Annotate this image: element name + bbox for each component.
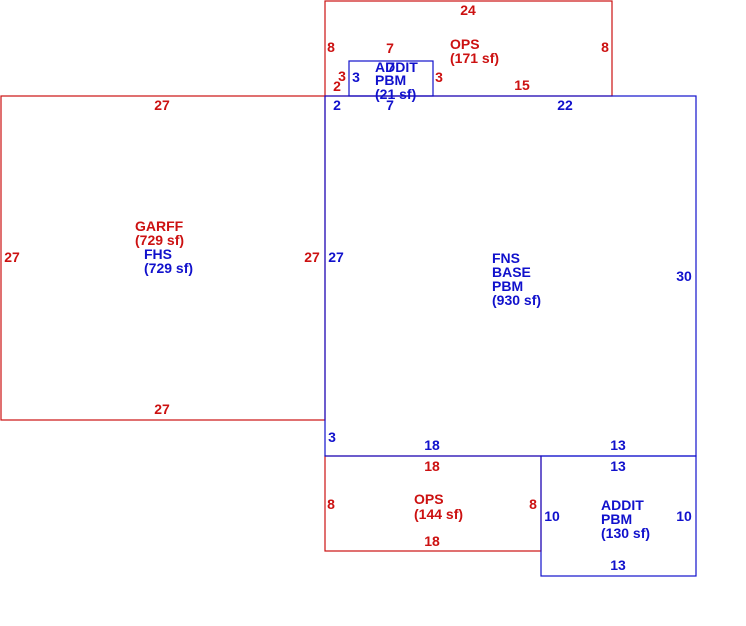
- base-dim-left: 27: [328, 249, 344, 265]
- addit-bottom-name-2: PBM: [601, 511, 632, 527]
- base-name-1: FNS: [492, 250, 520, 266]
- addit-small-name-1: ADDIT: [375, 59, 418, 75]
- ops-top-dim-left: 8: [327, 39, 335, 55]
- ops-top-dim-fifteen: 15: [514, 77, 530, 93]
- ops-bottom-dim-left: 8: [327, 496, 335, 512]
- ops-bottom-dim-bottom: 18: [424, 533, 440, 549]
- addit-small-dim-right: 3: [435, 69, 443, 85]
- base-dim-bottom-right: 13: [610, 437, 626, 453]
- addit-small-dim-left: 3: [352, 69, 360, 85]
- addit-bottom-dim-left: 10: [544, 508, 560, 524]
- ops-top-dim-right: 8: [601, 39, 609, 55]
- base-outline: [324, 95, 697, 457]
- base-dim-bottom-left: 18: [424, 437, 440, 453]
- addit-bottom-dim-bottom: 13: [610, 557, 626, 573]
- ops-bottom-dim-top: 18: [424, 458, 440, 474]
- ops-top-name: OPS: [450, 36, 480, 52]
- garage-dim-left: 27: [4, 249, 20, 265]
- addit-bottom-dim-top: 13: [610, 458, 626, 474]
- fhs-name: FHS: [144, 246, 172, 262]
- base-dim-three: 3: [328, 429, 336, 445]
- addit-bottom-outline: [540, 455, 697, 577]
- addit-small-area: (21 sf): [375, 86, 416, 102]
- ops-top-dim-two: 2: [333, 78, 341, 94]
- base-name-2: BASE: [492, 264, 531, 280]
- base-dim-right: 30: [676, 268, 692, 284]
- ops-top-dim-top: 24: [460, 2, 476, 18]
- garage-dim-right: 27: [304, 249, 320, 265]
- garage-name: GARFF: [135, 218, 184, 234]
- base-name-3: PBM: [492, 278, 523, 294]
- addit-small-dim-top: 7: [387, 59, 395, 75]
- ops-bottom-dim-right: 8: [529, 496, 537, 512]
- ops-top-dim-seven: 7: [386, 40, 394, 56]
- ops-top-area: (171 sf): [450, 50, 499, 66]
- ops-top-dim-three: 3: [338, 68, 346, 84]
- addit-bottom-dim-right: 10: [676, 508, 692, 524]
- addit-bottom-area: (130 sf): [601, 525, 650, 541]
- ops-bottom-area: (144 sf): [414, 506, 463, 522]
- addit-small-dim-bottom: 7: [386, 97, 394, 113]
- ops-bottom-name: OPS: [414, 491, 444, 507]
- base-dim-top: 22: [557, 97, 573, 113]
- base-dim-two: 2: [333, 97, 341, 113]
- base-area: (930 sf): [492, 292, 541, 308]
- garage-dim-top: 27: [154, 97, 170, 113]
- fhs-area: (729 sf): [144, 260, 193, 276]
- garage-area: (729 sf): [135, 232, 184, 248]
- addit-bottom-name-1: ADDIT: [601, 497, 644, 513]
- addit-small-name-2: PBM: [375, 72, 406, 88]
- garage-dim-bottom: 27: [154, 401, 170, 417]
